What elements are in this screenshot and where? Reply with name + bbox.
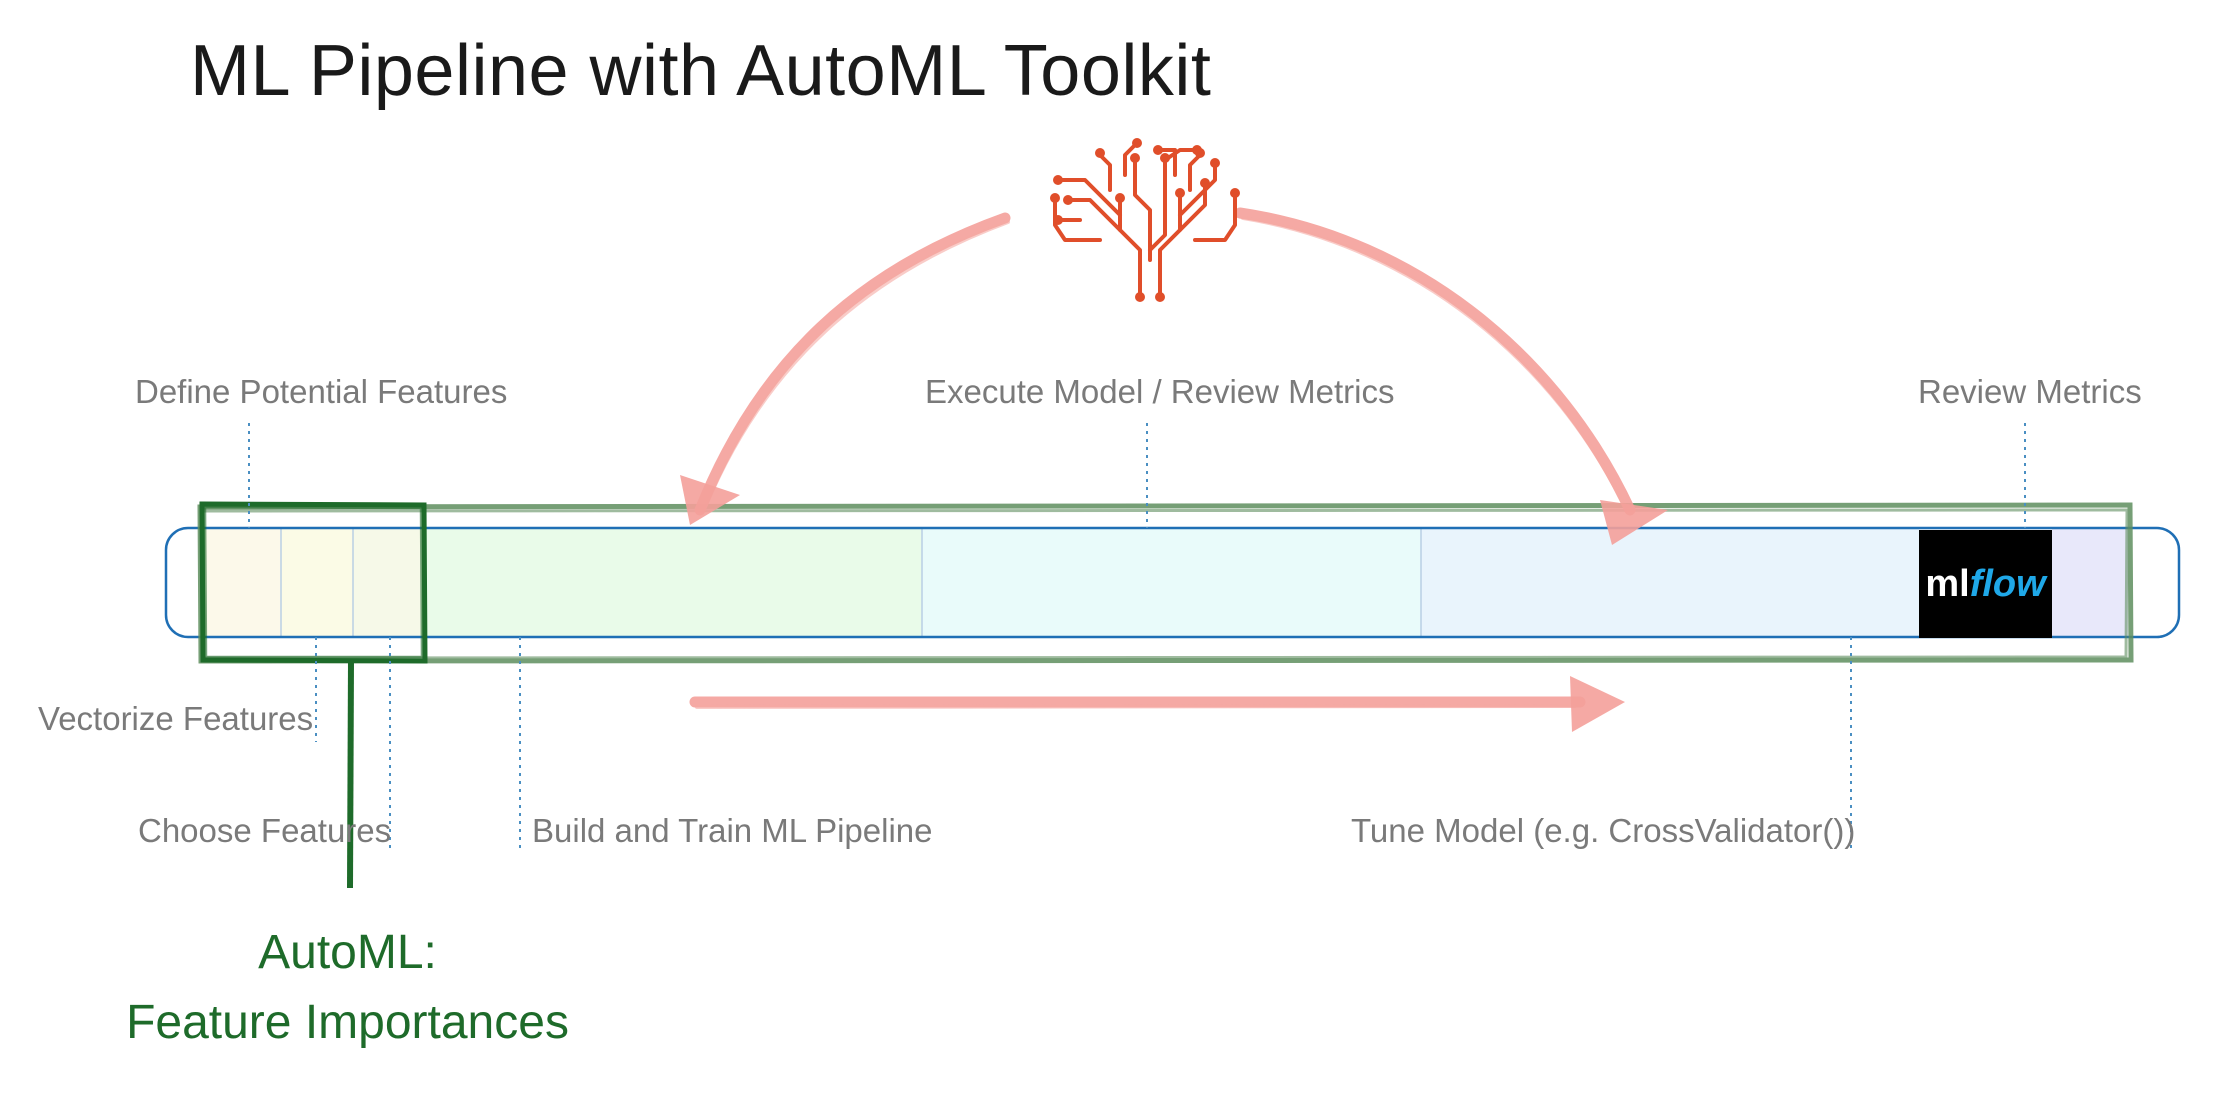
label-build-train: Build and Train ML Pipeline [532, 812, 933, 849]
segment-define-features [203, 528, 281, 637]
mlflow-logo-ml: ml [1925, 562, 1970, 605]
feedback-arrows [689, 207, 1636, 709]
segment-tune-model [1421, 528, 1919, 637]
label-vectorize-features: Vectorize Features [38, 700, 314, 737]
arrow-head-bottom [1570, 676, 1625, 732]
mlflow-logo-flow: flow [1969, 562, 2046, 605]
label-tune-model: Tune Model (e.g. CrossValidator()) [1351, 812, 1856, 849]
arrow-head-right [1600, 500, 1668, 545]
automl-annotation: AutoML: Feature Importances [100, 918, 595, 1058]
automl-subtitle: Feature Importances [126, 996, 569, 1049]
arrow-left-curve [694, 212, 1011, 516]
segment-choose-features [353, 528, 425, 637]
automl-title: AutoML: [258, 926, 437, 979]
segment-build-train [425, 528, 922, 637]
circuit-brain-nodes [1050, 138, 1240, 302]
arrow-right-curve [1234, 207, 1636, 516]
circuit-brain-icon [1053, 143, 1237, 297]
label-define-features: Define Potential Features [135, 373, 508, 410]
page-title: ML Pipeline with AutoML Toolkit [190, 31, 1212, 111]
segment-review-metrics [2052, 528, 2128, 637]
label-execute-model: Execute Model / Review Metrics [925, 373, 1395, 410]
segment-execute-model [922, 528, 1421, 637]
label-choose-features: Choose Features [138, 812, 392, 849]
arrow-heads [680, 475, 1668, 732]
pipeline-bar [164, 526, 2181, 639]
label-review-metrics: Review Metrics [1918, 373, 2142, 410]
pipeline-outline [164, 526, 2181, 639]
leader-lines [248, 423, 2026, 852]
arrow-head-left [680, 475, 740, 525]
feature-importance-box [199, 501, 428, 889]
segment-vectorize-features [281, 528, 353, 637]
